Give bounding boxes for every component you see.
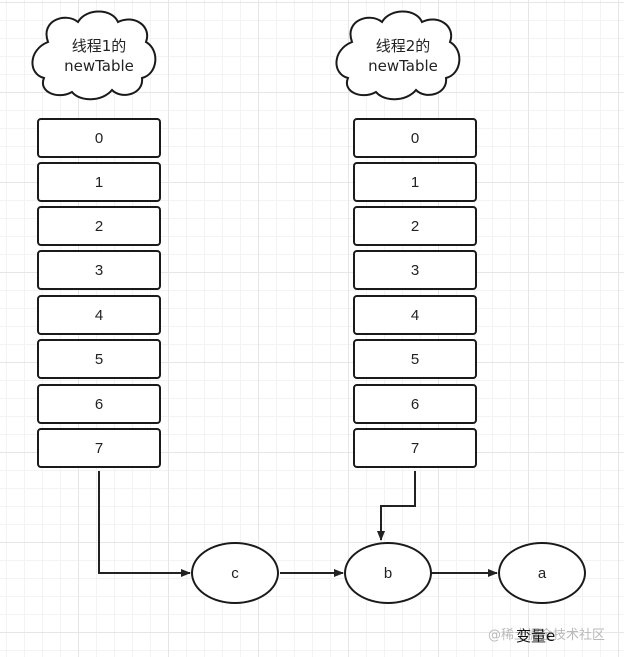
thread2-slot-4: 4 [353, 295, 477, 335]
thread2-slot-3: 3 [353, 250, 477, 290]
cloud-shape-thread2 [335, 10, 461, 101]
node-a: a [498, 542, 586, 604]
thread1-label-line1: 线程1的 [71, 37, 127, 55]
thread2-label-line1: 线程2的 [375, 37, 431, 55]
thread2-slot-1: 1 [353, 162, 477, 202]
variable-e-label: 变量e [516, 627, 556, 645]
thread2-slot-5: 5 [353, 339, 477, 379]
node-b: b [344, 542, 432, 604]
thread2-label-line2: newTable [368, 57, 438, 75]
thread1-slot-3: 3 [37, 250, 161, 290]
thread2-slot-6: 6 [353, 384, 477, 424]
thread1-slot-0: 0 [37, 118, 161, 158]
thread2-slot-0: 0 [353, 118, 477, 158]
connector-thread2-slot7-to-b [377, 471, 416, 541]
thread2-slot-7: 7 [353, 428, 477, 468]
watermark: @稀土掘金技术社区 [488, 628, 606, 643]
thread1-label: 线程1的 newTable [50, 36, 148, 76]
thread1-slot-2: 2 [37, 206, 161, 246]
thread1-slot-1: 1 [37, 162, 161, 202]
thread1-slot-4: 4 [37, 295, 161, 335]
node-c: c [191, 542, 279, 604]
cloud-shape-thread1 [31, 10, 157, 101]
connector-thread1-slot7-to-c [98, 471, 191, 577]
thread2-label: 线程2的 newTable [354, 36, 452, 76]
thread1-slot-5: 5 [37, 339, 161, 379]
thread1-slot-6: 6 [37, 384, 161, 424]
thread2-slot-2: 2 [353, 206, 477, 246]
thread1-slot-7: 7 [37, 428, 161, 468]
thread1-label-line2: newTable [64, 57, 134, 75]
